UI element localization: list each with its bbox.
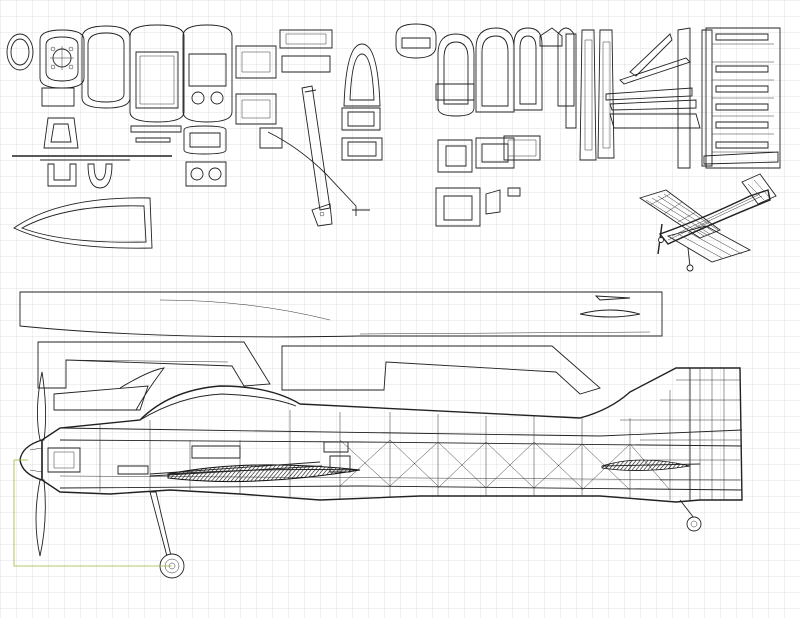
stringer-strip-1 bbox=[565, 33, 577, 129]
fuselage-side-panel-top bbox=[37, 341, 271, 389]
doubler-plate-4 bbox=[281, 55, 331, 73]
fin-tip bbox=[629, 33, 673, 77]
lower-former-plate bbox=[259, 127, 283, 149]
former-oval-f7 bbox=[183, 125, 227, 155]
airplane-render-3d bbox=[638, 173, 777, 272]
fuselage-side-view bbox=[13, 367, 743, 579]
propeller-blade-top bbox=[36, 371, 47, 441]
rudder-strip-1 bbox=[677, 27, 691, 169]
doubler-plate-1 bbox=[235, 45, 277, 79]
tail-parts-group bbox=[565, 27, 781, 169]
doubler-plate-2 bbox=[235, 93, 277, 125]
rib-strip-2 bbox=[579, 29, 597, 161]
doubler-plate-3 bbox=[279, 29, 333, 49]
cheek-panel bbox=[53, 385, 149, 411]
rib-strip-1 bbox=[557, 27, 575, 107]
former-strip-f6 bbox=[135, 137, 171, 143]
propeller-blade-bottom bbox=[35, 479, 46, 557]
former-parts-group-left bbox=[6, 24, 233, 249]
cowl-nose-former bbox=[343, 43, 381, 107]
former-r6 bbox=[475, 137, 515, 169]
spinner-former bbox=[6, 33, 34, 71]
firewall-former bbox=[39, 29, 85, 89]
former-keystone bbox=[43, 117, 79, 149]
fuel-tank bbox=[191, 445, 241, 459]
bracket-small bbox=[485, 189, 501, 215]
tail-wheel bbox=[686, 516, 702, 532]
former-r7 bbox=[435, 187, 481, 227]
bracket-tiny bbox=[507, 187, 521, 197]
stringer-strip-3 bbox=[605, 87, 693, 101]
canopy-outline bbox=[13, 197, 153, 249]
servo-cutout-plate bbox=[503, 135, 541, 161]
landing-gear-plate-left bbox=[47, 163, 77, 187]
former-parts-group-right bbox=[435, 27, 615, 227]
sheet-panel-tail bbox=[705, 27, 781, 169]
former-r5 bbox=[437, 139, 473, 173]
former-r8 bbox=[435, 83, 475, 101]
stringer-strip-4 bbox=[609, 99, 697, 111]
servo-tray bbox=[185, 161, 227, 187]
cowl-formers-group bbox=[341, 23, 437, 161]
guide-line bbox=[13, 460, 172, 567]
landing-gear-strut-part bbox=[267, 85, 370, 227]
rudder-strip-2 bbox=[701, 29, 713, 167]
cowl-ring-2 bbox=[341, 137, 383, 161]
fuselage-former-f4 bbox=[182, 24, 233, 123]
former-strip-f5 bbox=[130, 125, 182, 133]
wing-sheet-panel bbox=[19, 291, 663, 338]
doubler-plates-group bbox=[235, 29, 333, 149]
stab-half bbox=[609, 113, 701, 129]
tail-spar-bar bbox=[703, 151, 779, 165]
tail-wheel-strut bbox=[679, 499, 695, 519]
former-r3 bbox=[513, 27, 543, 111]
cowl-oval bbox=[395, 23, 437, 59]
former-r4 bbox=[539, 27, 563, 47]
former-r1 bbox=[437, 33, 475, 117]
cowl-ring-1 bbox=[341, 107, 381, 131]
rib-strip-3 bbox=[597, 29, 615, 159]
landing-gear-plate-right bbox=[87, 163, 113, 189]
fuselage-former-f3 bbox=[129, 24, 185, 123]
fuselage-outline bbox=[41, 367, 743, 503]
wing-panels-group bbox=[19, 291, 663, 411]
bulkhead-small-1 bbox=[41, 87, 75, 107]
